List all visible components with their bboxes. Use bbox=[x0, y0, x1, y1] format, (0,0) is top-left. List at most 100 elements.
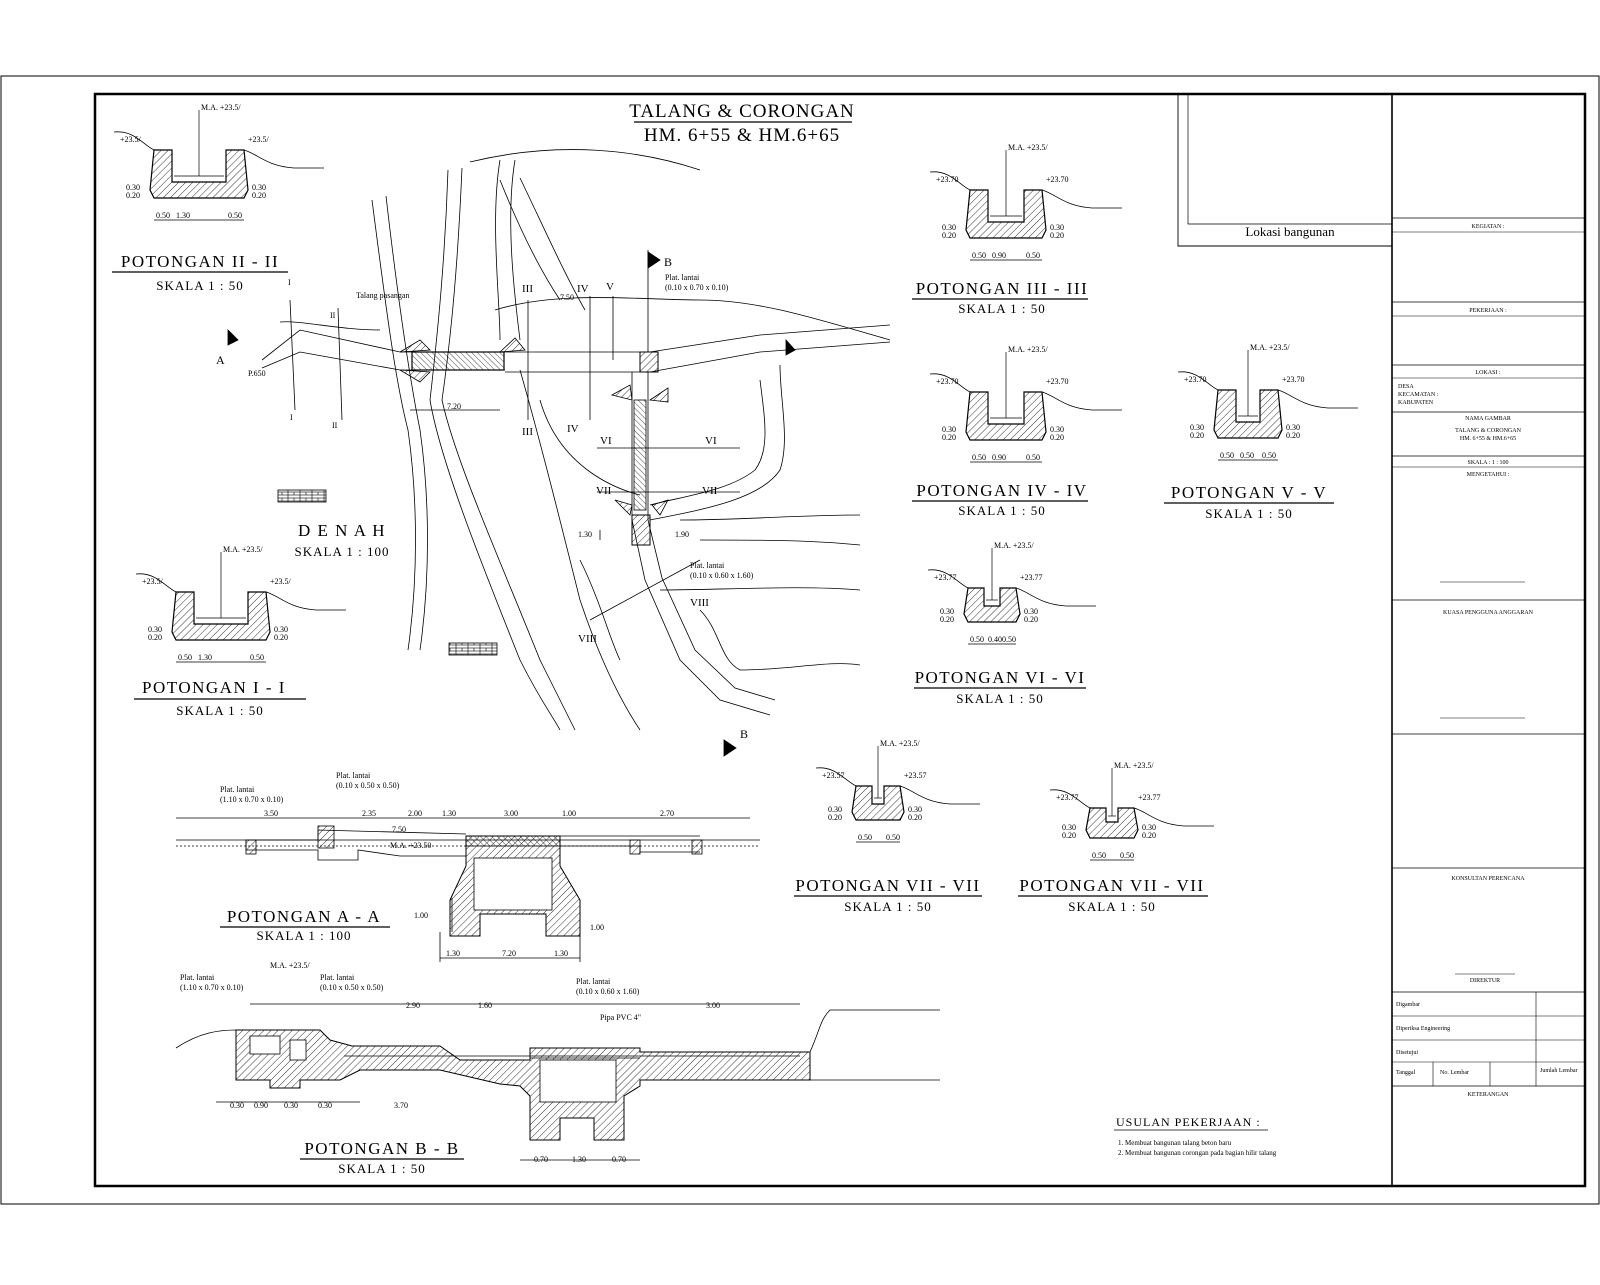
sBB-d8: 0.70 bbox=[612, 1155, 626, 1164]
notes-item-1: 1. Membuat bangunan talang beton baru bbox=[1118, 1139, 1232, 1147]
height-2-r: 0.20 bbox=[1050, 231, 1064, 240]
s7a-title: POTONGAN VII - VII bbox=[795, 876, 980, 895]
dim-value: 0.50 bbox=[1026, 453, 1040, 462]
sAA-ma: M.A. +23.50 bbox=[390, 841, 431, 850]
tb-direktur: DIREKTUR bbox=[1470, 978, 1500, 984]
dim-value: 0.40 bbox=[988, 635, 1002, 644]
height-2: 0.20 bbox=[1062, 831, 1076, 840]
tb-skala: SKALA : 1 : 100 bbox=[1467, 460, 1508, 466]
height-2-r: 0.20 bbox=[908, 813, 922, 822]
sBB-d2: 0.90 bbox=[254, 1101, 268, 1110]
sAA-plat2: Plat. lantai bbox=[336, 771, 371, 780]
dim-value: 0.50 bbox=[1240, 451, 1254, 460]
sBB-pipa: Pipa PVC 4" bbox=[600, 1013, 641, 1022]
section-b-b-labels: Plat. lantai (1.10 x 0.70 x 0.10) Plat. … bbox=[180, 961, 720, 1164]
plan-arrow-a: A bbox=[216, 353, 225, 367]
elev-left: +23.57 bbox=[822, 771, 845, 780]
ma-label: M.A. +23.5/ bbox=[1114, 761, 1154, 770]
s6-title: POTONGAN VI - VI bbox=[915, 668, 1086, 687]
plan-cut-vi: VI bbox=[600, 435, 612, 447]
sBB-d9: 3.00 bbox=[706, 1001, 720, 1010]
drawing-title: TALANG & CORONGAN HM. 6+55 & HM.6+65 bbox=[629, 101, 855, 146]
plan-cut-i-b: I bbox=[290, 413, 293, 422]
height-2: 0.20 bbox=[148, 633, 162, 642]
location-label: Lokasi bangunan bbox=[1245, 224, 1335, 239]
plan-plat3: (0.10 x 0.60 x 1.60) bbox=[690, 571, 754, 580]
tb-row-tanggal: Tanggal bbox=[1396, 1070, 1416, 1076]
elev-left: +23.5/ bbox=[142, 577, 164, 586]
main-title: TALANG & CORONGAN bbox=[629, 101, 855, 122]
height-1: 0.30 bbox=[940, 607, 954, 616]
elev-left: +23.70 bbox=[936, 175, 959, 184]
ground-line bbox=[929, 373, 1122, 411]
sAA-h1: 1.00 bbox=[414, 911, 428, 920]
sAA-plat1: Plat. lantai bbox=[220, 785, 255, 794]
tb-row-diperiksa: Diperiksa Engineering bbox=[1396, 1026, 1450, 1032]
ground-line bbox=[929, 171, 1122, 209]
sAA-d11: 1.30 bbox=[554, 949, 568, 958]
outer-border bbox=[0, 75, 1600, 1205]
height-1: 0.30 bbox=[828, 805, 842, 814]
tb-kegiatan: KEGIATAN : bbox=[1471, 224, 1504, 230]
height-1: 0.30 bbox=[942, 425, 956, 434]
sBB-d4: 0.30 bbox=[318, 1101, 332, 1110]
height-1: 0.30 bbox=[942, 223, 956, 232]
dim-value: 0.50 bbox=[1220, 451, 1234, 460]
height-1-r: 0.30 bbox=[908, 805, 922, 814]
section-b-b-drawing bbox=[175, 1003, 940, 1161]
plan-cut-i: I bbox=[288, 278, 291, 287]
height-1: 0.30 bbox=[148, 625, 162, 634]
tb-konsultan: KONSULTAN PERENCANA bbox=[1451, 876, 1525, 882]
plan-dim-130: 1.30 bbox=[578, 530, 592, 539]
plan-view bbox=[227, 149, 891, 757]
dim-value: 0.50 bbox=[972, 251, 986, 260]
height-2-r: 0.20 bbox=[1286, 431, 1300, 440]
plan-talang: Talang pasangan bbox=[356, 291, 409, 300]
dim-value: 0.50 bbox=[970, 635, 984, 644]
elev-right: +23.77 bbox=[1138, 793, 1161, 802]
elev-right: +23.5/ bbox=[270, 577, 292, 586]
ground-line bbox=[1177, 371, 1358, 409]
sBB-plat2b: (0.10 x 0.50 x 0.50) bbox=[320, 983, 384, 992]
ma-label: M.A. +23.5/ bbox=[994, 541, 1034, 550]
dim-value: 0.50 bbox=[250, 653, 264, 662]
tb-row-nolembar: No. Lembar bbox=[1440, 1070, 1469, 1076]
plan-dim-720: 7.20 bbox=[447, 402, 461, 411]
dim-value: 0.90 bbox=[992, 251, 1006, 260]
tb-lokasi: LOKASI : bbox=[1475, 370, 1500, 376]
height-2: 0.20 bbox=[940, 615, 954, 624]
ground-line bbox=[927, 569, 1096, 607]
tb-nama-gambar: NAMA GAMBAR bbox=[1465, 416, 1511, 422]
height-2-r: 0.20 bbox=[1142, 831, 1156, 840]
dim-value: 0.50 bbox=[1120, 851, 1134, 860]
elev-right: +23.57 bbox=[904, 771, 927, 780]
ma-label: M.A. +23.5/ bbox=[223, 545, 263, 554]
plan-cut-viii-b: VIII bbox=[690, 597, 709, 609]
plan-plat2: (0.10 x 0.70 x 0.10) bbox=[665, 283, 729, 292]
plan-cut-ii-b: II bbox=[332, 421, 338, 430]
plan-cut-vii-b: VII bbox=[702, 485, 718, 497]
tb-gambar-line1: TALANG & CORONGAN bbox=[1455, 428, 1522, 434]
s3-title: POTONGAN III - III bbox=[916, 279, 1089, 298]
tb-pengguna: KUASA PENGGUNA ANGGARAN bbox=[1443, 610, 1534, 616]
sBB-d3: 0.30 bbox=[284, 1101, 298, 1110]
s6-scale: SKALA 1 : 50 bbox=[956, 691, 1043, 706]
elev-right: +23.70 bbox=[1046, 175, 1069, 184]
elev-right: +23.77 bbox=[1020, 573, 1043, 582]
notes-item-2: 2. Membuat bangunan corongan pada bagian… bbox=[1118, 1149, 1277, 1157]
plan-talang bbox=[411, 351, 505, 371]
sAA-d6: 3.00 bbox=[504, 809, 518, 818]
s5-title: POTONGAN V - V bbox=[1171, 483, 1327, 502]
plan-dim-190: 1.90 bbox=[675, 530, 689, 539]
elev-left: +23.70 bbox=[1184, 375, 1207, 384]
sAA-d4: 2.00 bbox=[408, 809, 422, 818]
height-2-r: 0.20 bbox=[1024, 615, 1038, 624]
plan-cut-v: V bbox=[606, 281, 614, 293]
height-1-r: 0.30 bbox=[1024, 607, 1038, 616]
